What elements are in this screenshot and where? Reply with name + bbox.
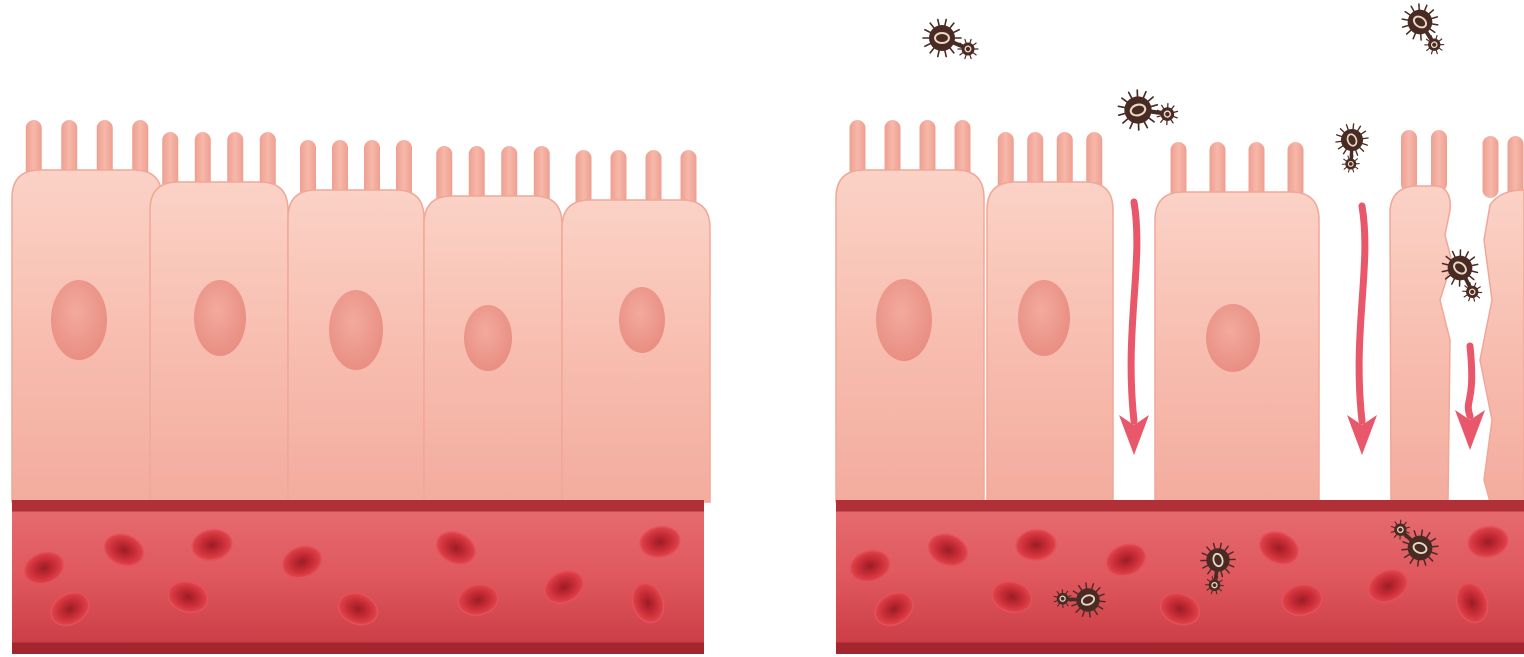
nucleus-icon	[194, 280, 246, 356]
vessel-wall	[12, 500, 704, 654]
nucleus-icon	[1206, 304, 1260, 372]
nucleus-icon	[1018, 280, 1070, 356]
epithelial-cell	[987, 132, 1113, 502]
pathogen-icon	[1330, 119, 1377, 174]
epithelial-cell	[562, 150, 710, 502]
epithelial-cell	[288, 140, 424, 502]
nucleus-icon	[329, 290, 383, 370]
blood-vessel	[836, 500, 1524, 654]
vessel-wall	[836, 500, 1524, 654]
pathogen-icon	[923, 19, 978, 58]
epithelial-cell	[424, 146, 562, 502]
epithelial-cell	[150, 132, 288, 502]
epithelial-cell	[1390, 130, 1452, 502]
microvillus	[1401, 130, 1417, 192]
nucleus-icon	[464, 305, 512, 371]
cell-body	[1390, 186, 1452, 502]
pathogen-icon	[1114, 81, 1180, 136]
epithelial-cell	[12, 120, 162, 502]
microvillus	[1431, 130, 1447, 192]
leaky-panel	[836, 0, 1524, 654]
microvillus	[1483, 136, 1499, 198]
epithelial-cell	[836, 120, 984, 502]
arrow-down-icon	[1119, 202, 1149, 455]
cell-body	[1480, 190, 1524, 502]
arrow-down-icon	[1347, 206, 1377, 455]
healthy-panel	[12, 120, 710, 654]
nucleus-icon	[619, 287, 665, 353]
pathogen-icon	[1394, 0, 1458, 58]
microvillus	[1508, 136, 1524, 198]
nucleus-icon	[876, 279, 932, 361]
epithelial-cell	[1155, 142, 1319, 502]
blood-vessel	[12, 500, 704, 654]
nucleus-icon	[51, 280, 107, 360]
epithelial-cell	[1480, 136, 1524, 502]
